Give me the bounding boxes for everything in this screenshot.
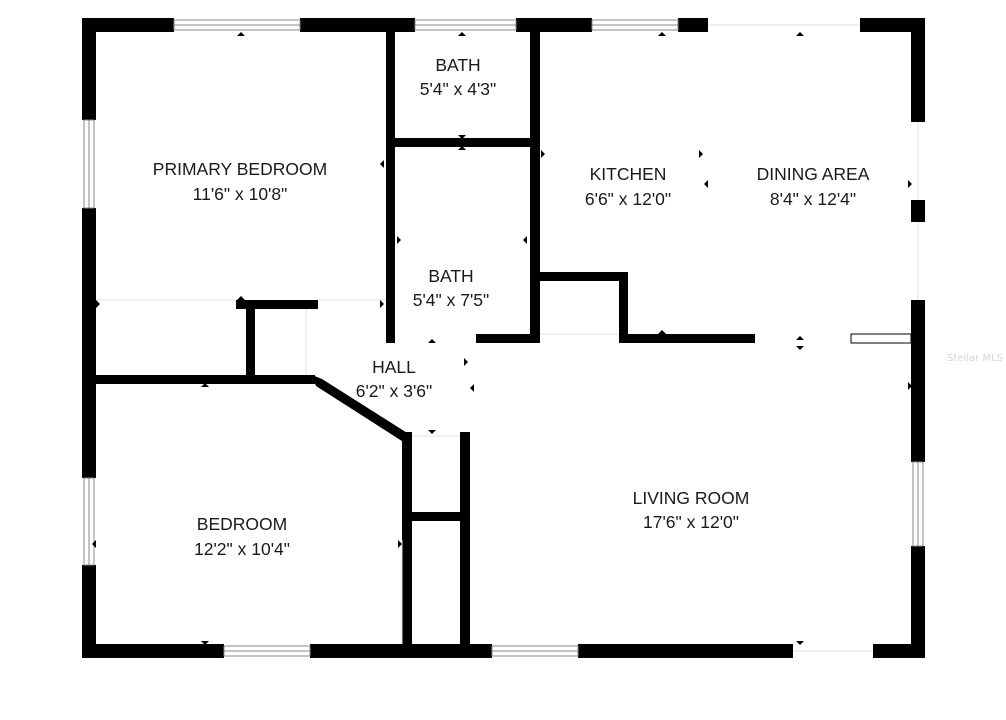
room-label-dining-area: DINING AREA 8'4" x 12'4" [757,164,870,209]
room-name: KITCHEN [590,164,667,184]
room-name: BEDROOM [197,514,287,534]
room-dimensions: 5'4" x 4'3" [420,79,497,99]
room-label-living-room: LIVING ROOM 17'6" x 12'0" [633,488,750,532]
room-dimensions: 6'6" x 12'0" [585,189,671,209]
windows [83,19,924,657]
room-label-bath-middle: BATH 5'4" x 7'5" [413,266,490,310]
room-label-kitchen: KITCHEN 6'6" x 12'0" [585,164,671,209]
room-name: PRIMARY BEDROOM [153,159,327,179]
room-dimensions: 11'6" x 10'8" [193,184,288,204]
room-dimensions: 6'2" x 3'6" [356,381,433,401]
dimension-ticks [92,32,912,645]
room-name: DINING AREA [757,164,870,184]
room-dimensions: 12'2" x 10'4" [194,539,290,559]
room-label-primary-bedroom: PRIMARY BEDROOM 11'6" x 10'8" [153,159,327,204]
room-name: BATH [435,55,480,75]
room-name: HALL [372,357,416,377]
walls [82,18,925,658]
room-label-bedroom: BEDROOM 12'2" x 10'4" [194,514,290,559]
room-dimensions: 8'4" x 12'4" [770,189,856,209]
room-name: LIVING ROOM [633,488,750,508]
room-dimensions: 5'4" x 7'5" [413,290,490,310]
room-dimensions: 17'6" x 12'0" [643,512,739,532]
room-label-bath-top: BATH 5'4" x 4'3" [420,55,497,99]
door-openings [96,24,919,652]
watermark: Stellar MLS [947,353,1003,364]
room-label-hall: HALL 6'2" x 3'6" [356,357,433,401]
room-name: BATH [428,266,473,286]
